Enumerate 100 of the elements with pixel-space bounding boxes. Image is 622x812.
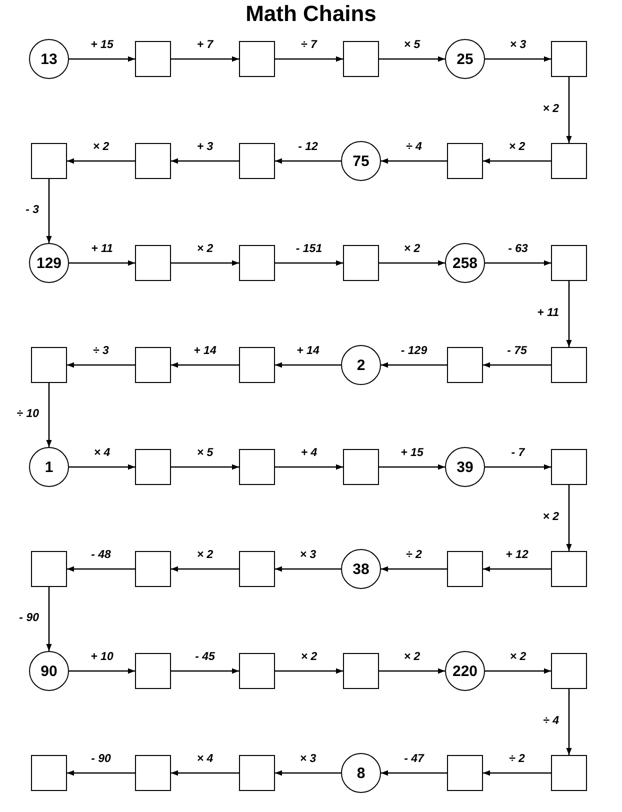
answer-box xyxy=(239,755,275,791)
answer-box xyxy=(551,755,587,791)
answer-box xyxy=(135,449,171,485)
answer-box xyxy=(239,245,275,281)
title: Math Chains xyxy=(244,0,378,28)
number-text: 90 xyxy=(40,662,58,680)
number-circle xyxy=(341,753,381,793)
answer-box xyxy=(31,551,67,587)
number-text: 129 xyxy=(36,254,62,272)
number-circle xyxy=(29,243,69,283)
number-circle xyxy=(29,447,69,487)
arrow xyxy=(69,260,135,266)
arrow xyxy=(381,770,447,776)
answer-box xyxy=(31,755,67,791)
answer-box xyxy=(343,653,379,689)
number-circle xyxy=(341,549,381,589)
arrow xyxy=(379,260,445,266)
arrow xyxy=(566,689,572,755)
answer-box xyxy=(551,449,587,485)
arrow xyxy=(485,464,551,470)
answer-box xyxy=(239,143,275,179)
answer-box xyxy=(239,41,275,77)
arrow xyxy=(483,566,551,572)
answer-box xyxy=(551,551,587,587)
answer-box xyxy=(551,245,587,281)
arrow xyxy=(46,383,52,447)
arrow xyxy=(379,464,445,470)
answer-box xyxy=(135,653,171,689)
arrow xyxy=(171,158,239,164)
answer-box xyxy=(31,143,67,179)
answer-box xyxy=(135,143,171,179)
answer-box xyxy=(239,347,275,383)
arrow xyxy=(483,770,551,776)
arrow xyxy=(483,362,551,368)
answer-box xyxy=(551,653,587,689)
answer-box xyxy=(239,551,275,587)
answer-box xyxy=(343,245,379,281)
arrow xyxy=(275,362,341,368)
answer-box xyxy=(135,347,171,383)
arrow xyxy=(275,668,343,674)
arrow xyxy=(171,56,239,62)
answer-box xyxy=(239,653,275,689)
arrow xyxy=(379,56,445,62)
answer-box xyxy=(447,755,483,791)
arrow xyxy=(381,158,447,164)
answer-box xyxy=(135,755,171,791)
arrow xyxy=(171,566,239,572)
arrow xyxy=(566,485,572,551)
arrow xyxy=(67,362,135,368)
answer-box xyxy=(135,245,171,281)
number-text: 75 xyxy=(352,152,370,170)
answer-box xyxy=(31,347,67,383)
number-text: 13 xyxy=(40,50,58,68)
arrow xyxy=(381,362,447,368)
number-circle xyxy=(29,39,69,79)
arrow xyxy=(171,260,239,266)
arrow xyxy=(67,158,135,164)
number-circle xyxy=(341,141,381,181)
arrow xyxy=(485,668,551,674)
number-circle xyxy=(341,345,381,385)
number-text: 220 xyxy=(452,662,478,680)
arrow xyxy=(379,668,445,674)
answer-box xyxy=(343,41,379,77)
arrow xyxy=(275,464,343,470)
arrow xyxy=(275,770,341,776)
number-circle xyxy=(445,651,485,691)
arrow xyxy=(275,56,343,62)
arrow xyxy=(483,158,551,164)
arrow xyxy=(275,158,341,164)
answer-box xyxy=(447,143,483,179)
answer-box xyxy=(447,551,483,587)
arrow xyxy=(69,464,135,470)
answer-box xyxy=(551,347,587,383)
arrow xyxy=(69,668,135,674)
number-text: 39 xyxy=(456,458,474,476)
answer-box xyxy=(343,449,379,485)
answer-box xyxy=(135,41,171,77)
answer-box xyxy=(239,449,275,485)
number-circle xyxy=(445,39,485,79)
answer-box xyxy=(551,41,587,77)
number-circle xyxy=(445,243,485,283)
arrow xyxy=(171,668,239,674)
answer-box xyxy=(551,143,587,179)
arrow xyxy=(275,260,343,266)
number-circle xyxy=(445,447,485,487)
arrow xyxy=(46,587,52,651)
number-text: 8 xyxy=(356,764,366,782)
arrow xyxy=(67,566,135,572)
number-text: 258 xyxy=(452,254,478,272)
number-text: 38 xyxy=(352,560,370,578)
arrow xyxy=(566,77,572,143)
arrow xyxy=(67,770,135,776)
arrow xyxy=(69,56,135,62)
arrow xyxy=(485,260,551,266)
arrow xyxy=(275,566,341,572)
answer-box xyxy=(135,551,171,587)
arrow xyxy=(171,464,239,470)
number-text: 2 xyxy=(356,356,366,374)
number-text: 25 xyxy=(456,50,474,68)
answer-box xyxy=(447,347,483,383)
